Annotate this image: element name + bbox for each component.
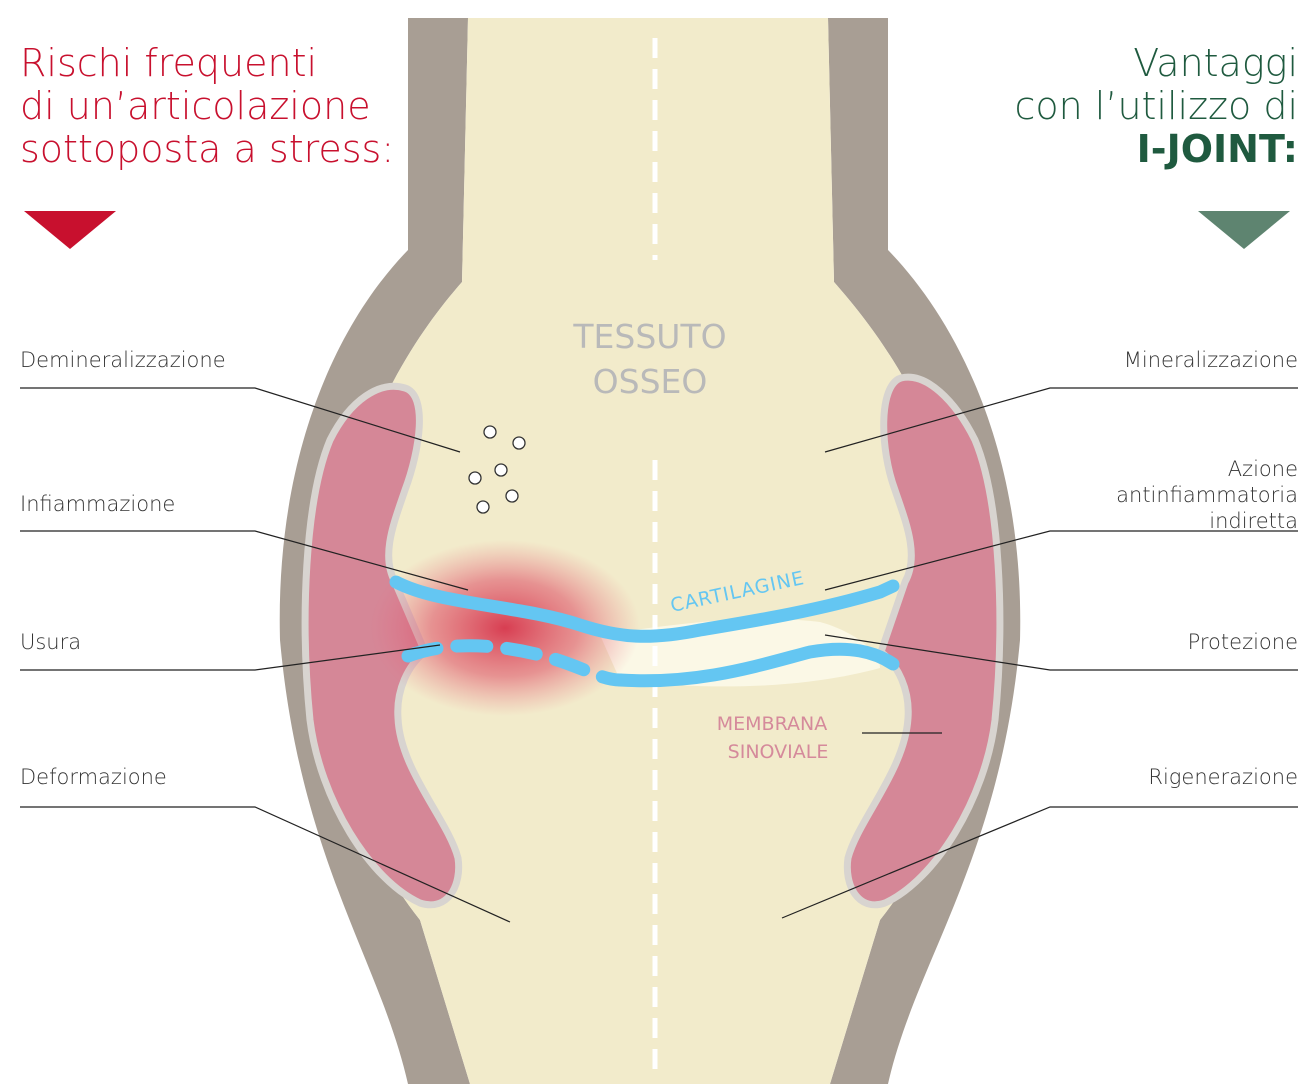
label-line: Azione [1116, 456, 1298, 482]
brand-name: I-JOINT: [1015, 128, 1299, 171]
label-usura: Usura [20, 629, 81, 655]
down-triangle-icon [1198, 211, 1290, 249]
bone-label: OSSEO [593, 362, 708, 401]
label-rigenerazione: Rigenerazione [1148, 764, 1298, 790]
risks-heading-line: Rischi frequenti [20, 42, 394, 85]
benefits-heading-line: Vantaggi [1015, 42, 1299, 85]
label-infiammazione: Infiammazione [20, 491, 175, 517]
membrane-label: MEMBRANA [717, 713, 827, 735]
label-line: indiretta [1116, 508, 1298, 534]
label-protezione: Protezione [1188, 629, 1298, 655]
label-azione-antinfiammatoria: Azione antinfiammatoria indiretta [1116, 456, 1298, 534]
down-triangle-icon [24, 211, 116, 249]
label-line: antinfiammatoria [1116, 482, 1298, 508]
label-demineralizzazione: Demineralizzazione [20, 347, 226, 373]
benefits-heading-line: con l’utilizzo di [1015, 85, 1299, 128]
benefits-heading: Vantaggi con l’utilizzo di I-JOINT: [1015, 42, 1299, 171]
risks-heading: Rischi frequenti di un’articolazione sot… [20, 42, 394, 171]
label-mineralizzazione: Mineralizzazione [1124, 347, 1298, 373]
membrane-label: SINOVIALE [728, 741, 829, 763]
label-deformazione: Deformazione [20, 764, 167, 790]
bone-label: TESSUTO [572, 317, 726, 356]
risks-heading-line: sottoposta a stress: [20, 128, 394, 171]
risks-heading-line: di un’articolazione [20, 85, 394, 128]
